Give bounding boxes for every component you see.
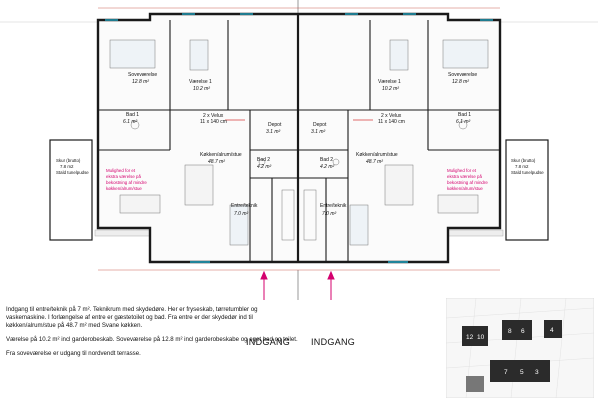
site-building-12-10 xyxy=(462,326,488,346)
label-bad2-left: Bad 2 xyxy=(257,157,270,163)
window-note-right-2: 11 x 140 cm xyxy=(378,119,405,125)
area-entre-left: 7.0 m² xyxy=(234,211,249,217)
label-kokken-right: Køkken/alrum/stue xyxy=(356,152,398,158)
label-bad1-right: Bad 1 xyxy=(458,112,471,118)
floor-plan: Soveværelse 12.8 m² Værelse 1 10.2 m² Ba… xyxy=(0,0,598,300)
site-number-8: 8 xyxy=(508,328,512,335)
site-number-4: 4 xyxy=(550,327,554,334)
label-bad1-left: Bad 1 xyxy=(126,112,139,118)
note-left-1: Mulighed for et xyxy=(106,168,136,173)
shed-left-1: Skur (brutto) xyxy=(56,158,81,163)
label-entre-right: Entre/teknik xyxy=(320,203,347,209)
label-depot-left: Depot xyxy=(268,122,282,128)
shed-right xyxy=(505,139,549,241)
label-entre-left: Entre/teknik xyxy=(231,203,258,209)
description-paragraph-2: Værelse på 10.2 m² incl garderobeskab. S… xyxy=(6,336,298,343)
label-sovevaerelse-left: Soveværelse xyxy=(128,72,157,78)
label-kokken-left: Køkken/alrum/stue xyxy=(200,152,242,158)
terrace-left xyxy=(94,229,154,237)
shed-left-2: 7.8 m2 xyxy=(60,164,74,169)
site-building-7-5-3 xyxy=(490,360,550,382)
furniture xyxy=(109,39,489,246)
entrance-label-left: INDGANG xyxy=(246,337,291,347)
description-paragraph-1: Indgang til entre/teknik på 7 m². Teknik… xyxy=(6,306,258,329)
site-number-10: 10 xyxy=(477,334,485,341)
note-left-3: bekostning af mindre xyxy=(106,180,147,185)
note-right-1: Mulighed for et xyxy=(447,168,477,173)
note-right-4: køkken/alrum/stue xyxy=(447,186,483,191)
area-bad1-left: 6.1 m² xyxy=(123,119,138,125)
window-marks xyxy=(105,13,493,263)
area-kokken-left: 48.7 m² xyxy=(208,159,225,165)
area-kokken-right: 48.7 m² xyxy=(366,159,383,165)
site-number-12: 12 xyxy=(466,334,474,341)
shed-left xyxy=(49,139,93,241)
interior-walls-right xyxy=(298,20,500,262)
interior-walls-left xyxy=(98,20,298,262)
site-number-3: 3 xyxy=(535,369,539,376)
area-bad1-right: 6.1 m² xyxy=(456,119,471,125)
site-building-4 xyxy=(544,320,562,338)
description-paragraph-3: Fra soveværelse er udgang til nordvendt … xyxy=(6,350,141,357)
area-sovevaerelse-right: 12.8 m² xyxy=(452,79,469,85)
note-right-3: bekostning af mindre xyxy=(447,180,488,185)
site-plan: 12 10 8 6 4 7 5 3 xyxy=(446,298,594,398)
area-bad2-left: 4.2 m² xyxy=(257,164,272,170)
label-sovevaerelse-right: Soveværelse xyxy=(448,72,477,78)
shed-right-2: 7.8 m2 xyxy=(515,164,529,169)
site-plan-buildings xyxy=(462,320,562,392)
site-number-5: 5 xyxy=(520,369,524,376)
window-note-left-1: 2 x Velux xyxy=(203,113,224,119)
label-depot-right: Depot xyxy=(313,122,327,128)
description: Indgang til entre/teknik på 7 m². Teknik… xyxy=(6,306,298,364)
area-entre-right: 7.0 m² xyxy=(322,211,337,217)
area-bad2-right: 4.2 m² xyxy=(320,164,335,170)
label-vaerelse-left: Værelse 1 xyxy=(189,79,212,85)
window-note-left-2: 11 x 140 cm xyxy=(200,119,227,125)
label-vaerelse-right: Værelse 1 xyxy=(378,79,401,85)
shed-right-3: Stald tunelpudse xyxy=(511,170,544,175)
area-vaerelse-right: 10.2 m² xyxy=(382,86,399,92)
area-depot-right: 3.1 m² xyxy=(311,129,326,135)
dimension-lines xyxy=(98,7,500,271)
terrace-right xyxy=(444,229,504,237)
entrance-arrows xyxy=(260,270,335,300)
area-depot-left: 3.1 m² xyxy=(266,129,281,135)
site-number-6: 6 xyxy=(521,328,525,335)
entrance-label-right: INDGANG xyxy=(311,337,356,347)
label-bad2-right: Bad 2 xyxy=(320,157,333,163)
shed-left-3: Stald tunelpudse xyxy=(56,170,89,175)
area-vaerelse-left: 10.2 m² xyxy=(193,86,210,92)
shed-right-1: Skur (brutto) xyxy=(511,158,536,163)
note-right-2: ekstra værelse på xyxy=(447,174,482,179)
note-left-2: ekstra værelse på xyxy=(106,174,141,179)
note-left-4: køkken/alrum/stue xyxy=(106,186,142,191)
site-building-8-6 xyxy=(502,320,532,340)
window-note-right-1: 2 x Velux xyxy=(381,113,402,119)
site-number-7: 7 xyxy=(504,369,508,376)
area-sovevaerelse-left: 12.8 m² xyxy=(132,79,149,85)
site-building-extra xyxy=(466,376,484,392)
